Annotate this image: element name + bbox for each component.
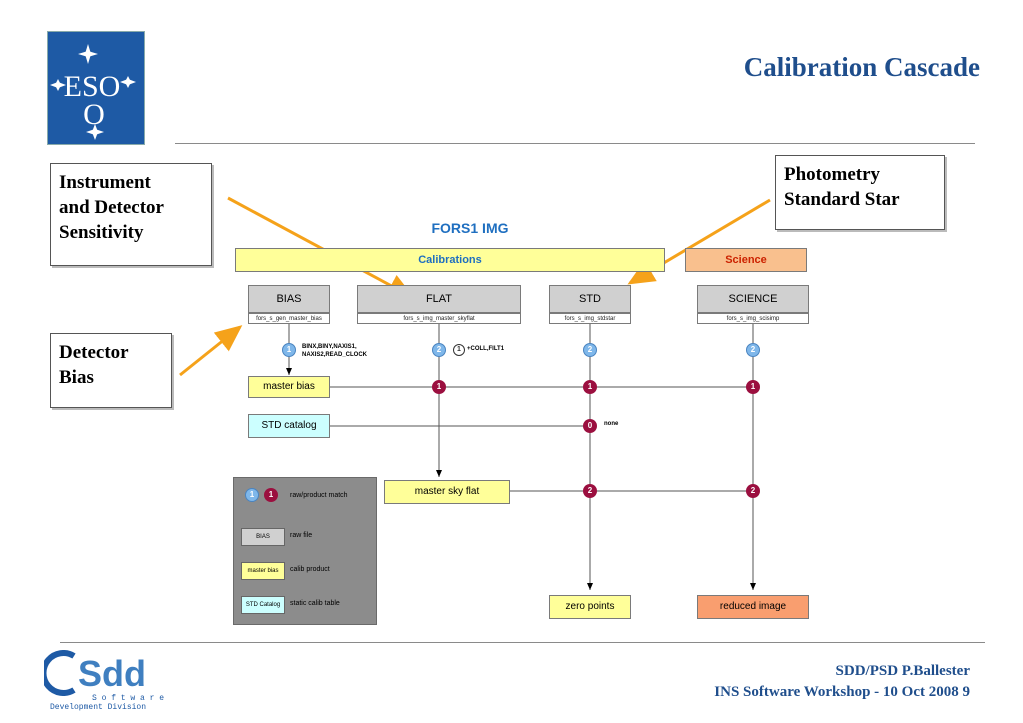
- reduced-image-node: reduced image: [697, 595, 809, 619]
- science-header: SCIENCE: [697, 285, 809, 313]
- orange-arrow-detector: [179, 325, 243, 377]
- legend-raw-sample: BIAS: [241, 528, 285, 546]
- svg-text:ESO: ESO: [64, 70, 121, 103]
- science-band: Science: [685, 248, 807, 272]
- product-match-std-catalog: 0: [583, 419, 597, 433]
- legend: 1 1 raw/product match BIAS raw file mast…: [233, 477, 377, 625]
- std-recipe: fors_s_img_stdstar: [549, 313, 631, 324]
- flat-recipe: fors_s_img_master_skyflat: [357, 313, 521, 324]
- product-match-science-bias: 1: [746, 380, 760, 394]
- bias-keywords: BINX,BINY,NAXIS1, NAXIS2,READ_CLOCK: [302, 343, 367, 359]
- callout-photometry-standard-star: Photometry Standard Star: [775, 155, 945, 230]
- bias-header: BIAS: [248, 285, 330, 313]
- slide-title: Calibration Cascade: [743, 52, 980, 82]
- legend-product-circle: 1: [264, 488, 278, 502]
- callout-instrument-sensitivity: Instrument and Detector Sensitivity: [50, 163, 212, 266]
- bias-recipe: fors_s_gen_master_bias: [248, 313, 330, 324]
- zero-points-node: zero points: [549, 595, 631, 619]
- calibrations-band: Calibrations: [235, 248, 665, 272]
- legend-calib-sample: master bias: [241, 562, 285, 580]
- eso-logo: ESO O: [47, 31, 145, 145]
- legend-static-label: static calib table: [290, 600, 340, 607]
- bias-keywords-line: NAXIS2,READ_CLOCK: [302, 352, 368, 358]
- footer-author: SDD/PSD P.Ballester: [835, 663, 970, 679]
- svg-text:O: O: [83, 98, 105, 131]
- std-catalog-node: STD catalog: [248, 414, 330, 438]
- orange-arrow-instrument: [227, 196, 415, 299]
- bias-keywords-line: BINX,BINY,NAXIS1,: [302, 344, 357, 350]
- legend-calib-label: calib product: [290, 566, 330, 573]
- callout-line: Standard Star: [784, 189, 900, 210]
- none-label: none: [604, 421, 619, 427]
- callout-line: Sensitivity: [59, 222, 144, 243]
- product-match-science-flat: 2: [746, 484, 760, 498]
- flat-extra-match: 1: [453, 344, 465, 356]
- sdd-logo: Sdd S o f t w a r e Development Division: [40, 650, 184, 712]
- science-recipe: fors_s_img_scisimp: [697, 313, 809, 324]
- footer-event: INS Software Workshop - 10 Oct 2008 9: [714, 684, 970, 700]
- bottom-divider: [60, 642, 985, 643]
- callout-line: Photometry: [784, 164, 881, 185]
- top-divider: [175, 143, 975, 144]
- legend-raw-circle: 1: [245, 488, 259, 502]
- raw-match-bias: 1: [282, 343, 296, 357]
- sdd-software-label: S o f t w a r e: [92, 694, 165, 703]
- flat-header: FLAT: [357, 285, 521, 313]
- callout-line: and Detector: [59, 197, 164, 218]
- diagram-title: FORS1 IMG: [431, 220, 509, 236]
- svg-text:Sdd: Sdd: [78, 653, 146, 694]
- flat-keywords: +COLL,FILT1: [467, 346, 505, 352]
- std-header: STD: [549, 285, 631, 313]
- legend-raw-label: raw file: [290, 532, 313, 539]
- legend-static-sample: STD Catalog: [241, 596, 285, 614]
- product-match-std-bias: 1: [583, 380, 597, 394]
- callout-line: Instrument: [59, 172, 151, 193]
- raw-match-science: 2: [746, 343, 760, 357]
- master-bias-node: master bias: [248, 376, 330, 398]
- raw-match-std: 2: [583, 343, 597, 357]
- callout-line: Bias: [59, 367, 94, 388]
- callout-line: Detector: [59, 342, 129, 363]
- product-match-flat-bias: 1: [432, 380, 446, 394]
- callout-detector-bias: Detector Bias: [50, 333, 172, 408]
- raw-match-flat: 2: [432, 343, 446, 357]
- master-sky-flat-node: master sky flat: [384, 480, 510, 504]
- sdd-division-label: Development Division: [50, 703, 147, 712]
- product-match-std-flat: 2: [583, 484, 597, 498]
- legend-match-label: raw/product match: [290, 492, 348, 499]
